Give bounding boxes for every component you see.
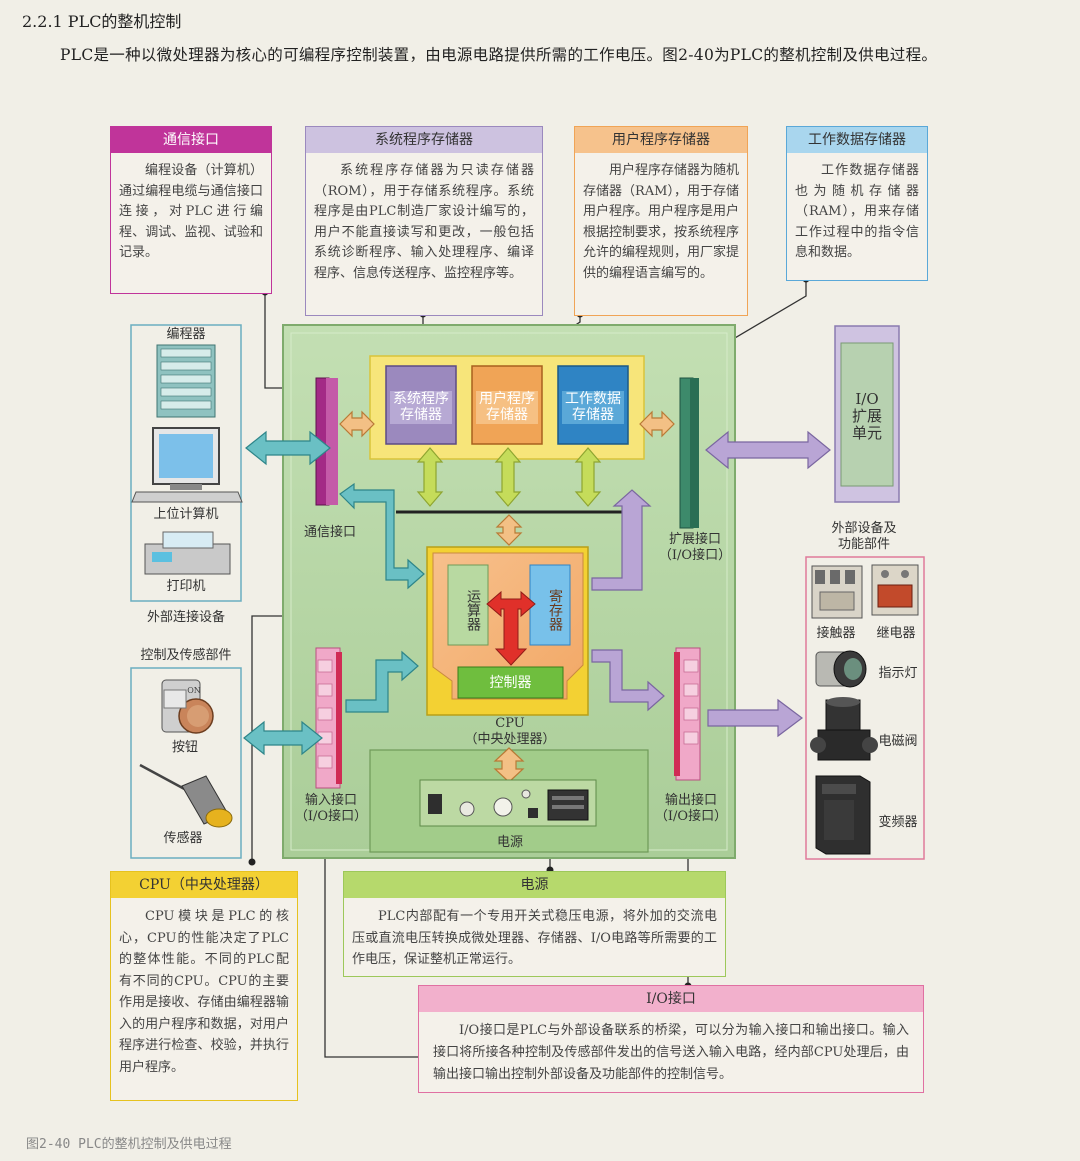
controller-label: 控制器 <box>489 675 532 691</box>
ext-device-frame <box>130 324 242 602</box>
cpu-desc-box: CPU（中央处理器） CPU模块是PLC的核心，CPU的性能决定了PLC的整体性… <box>110 871 298 1101</box>
contactor-image <box>811 565 863 619</box>
out-port-label: 输出接口（I/O接口） <box>654 793 728 824</box>
intro-paragraph: PLC是一种以微处理器为核心的可编程序控制装置，由电源电路提供所需的工作电压。图… <box>60 46 938 64</box>
ext-mem-arrow <box>639 410 675 438</box>
sysmem-desc-text: 系统程序存储器为只读存储器（ROM），用于存储系统程序。系统程序是由PLC制造厂… <box>314 163 534 281</box>
button-label: 按钮 <box>171 740 198 755</box>
power-label: 电源 <box>496 835 523 850</box>
bus-cpu-arrow <box>495 514 523 546</box>
datamem-desc-box: 工作数据存储器 工作数据存储器也为随机存储器（RAM），用来存储工作过程中的指令… <box>786 126 928 281</box>
printer-label: 打印机 <box>166 579 206 594</box>
power-desc-title: 电源 <box>344 872 725 898</box>
ctrl-input-arrow <box>243 720 323 756</box>
cpu-label: CPU（中央处理器） <box>464 716 556 747</box>
contactor-label: 接触器 <box>816 626 856 641</box>
cpu-ext-arrow <box>591 489 652 591</box>
power-desc-text: PLC内部配有一个专用开关式稳压电源，将外加的交流电压或直流电压转换成微处理器、… <box>352 909 717 967</box>
out-device-frame <box>805 556 925 860</box>
alu-block <box>447 564 489 646</box>
ctrl-device-frame <box>130 667 242 859</box>
button-on-mark: ON <box>187 686 201 695</box>
comm-desc-text: 编程设备（计算机）通过编程电缆与通信接口连接，对PLC进行编程、调试、监视、试验… <box>119 163 263 260</box>
comm-desc-title: 通信接口 <box>111 127 271 153</box>
in-port-label: 输入接口（I/O接口） <box>294 793 368 824</box>
ctrl-group-label: 控制及传感部件 <box>140 648 232 663</box>
usermem-desc-title: 用户程序存储器 <box>575 127 747 153</box>
io-desc-text: I/O接口是PLC与外部设备联系的桥梁，可以分为输入接口和输出接口。输入接口将所… <box>433 1023 909 1082</box>
comm-cpu-arrow <box>339 482 425 590</box>
io-desc-title: I/O接口 <box>419 986 923 1012</box>
bus-arrow-sys <box>416 447 444 507</box>
controller-block <box>457 666 564 699</box>
inverter-label: 变频器 <box>878 815 918 830</box>
valve-label: 电磁阀 <box>878 734 918 749</box>
bus-arrow-data <box>574 447 602 507</box>
relay-label: 继电器 <box>876 626 916 641</box>
cpu-output-arrow <box>591 649 665 712</box>
comm-port-label: 通信接口 <box>303 525 356 540</box>
input-cpu-arrow <box>345 650 419 713</box>
usermem-desc-box: 用户程序存储器 用户程序存储器为随机存储器（RAM），用于存储用户程序。用户程序… <box>574 126 748 316</box>
datamem-desc-title: 工作数据存储器 <box>787 127 927 153</box>
lamp-label: 指示灯 <box>878 666 918 681</box>
register-block <box>529 564 571 646</box>
sysmem-desc-title: 系统程序存储器 <box>306 127 542 153</box>
ext-port-label: 扩展接口（I/O接口） <box>658 532 732 563</box>
sensor-label: 传感器 <box>163 831 203 846</box>
io-desc-box: I/O接口 I/O接口是PLC与外部设备联系的桥梁，可以分为输入接口和输出接口。… <box>418 985 924 1093</box>
valve-image <box>810 697 878 761</box>
ext-device-group-label: 外部连接设备 <box>146 610 225 625</box>
pushbutton-image <box>161 679 214 734</box>
mem-data-label: 工作数据存储器 <box>565 391 621 423</box>
computer-label: 上位计算机 <box>153 507 219 522</box>
lamp-image <box>815 650 867 688</box>
inverter-image <box>815 775 871 855</box>
cpu-desc-title: CPU（中央处理器） <box>111 872 297 898</box>
relay-image <box>871 564 919 616</box>
mem-sys-label: 系统程序存储器 <box>393 391 449 423</box>
bus-arrow-user <box>494 447 522 507</box>
usermem-desc-text: 用户程序存储器为随机存储器（RAM），用于存储用户程序。用户程序是用户根据控制要… <box>583 163 740 281</box>
power-desc-box: 电源 PLC内部配有一个专用开关式稳压电源，将外加的交流电压或直流电压转换成微处… <box>343 871 726 977</box>
ext-io-arrow <box>705 430 831 470</box>
section-title: 2.2.1 PLC的整机控制 <box>22 12 182 31</box>
sensor-image <box>139 763 233 828</box>
comm-mem-arrow <box>339 410 375 438</box>
alu-label: 运算器 <box>465 589 481 631</box>
register-label: 寄存器 <box>547 589 563 631</box>
datamem-desc-text: 工作数据存储器也为随机存储器（RAM），用来存储工作过程中的指令信息和数据。 <box>795 163 919 260</box>
mem-user-label: 用户程序存储器 <box>479 391 535 423</box>
programmer-label: 编程器 <box>166 327 206 342</box>
comm-desc-box: 通信接口 编程设备（计算机）通过编程电缆与通信接口连接，对PLC进行编程、调试、… <box>110 126 272 294</box>
cpu-desc-text: CPU模块是PLC的核心，CPU的性能决定了PLC的整体性能。不同的PLC配有不… <box>119 909 289 1075</box>
output-dev-arrow <box>707 698 803 738</box>
comm-left-arrow <box>245 430 331 466</box>
right-group-label: 外部设备及功能部件 <box>831 521 897 552</box>
sysmem-desc-box: 系统程序存储器 系统程序存储器为只读存储器（ROM），用于存储系统程序。系统程序… <box>305 126 543 316</box>
figure-caption: 图2-40 PLC的整机控制及供电过程 <box>26 1137 232 1152</box>
